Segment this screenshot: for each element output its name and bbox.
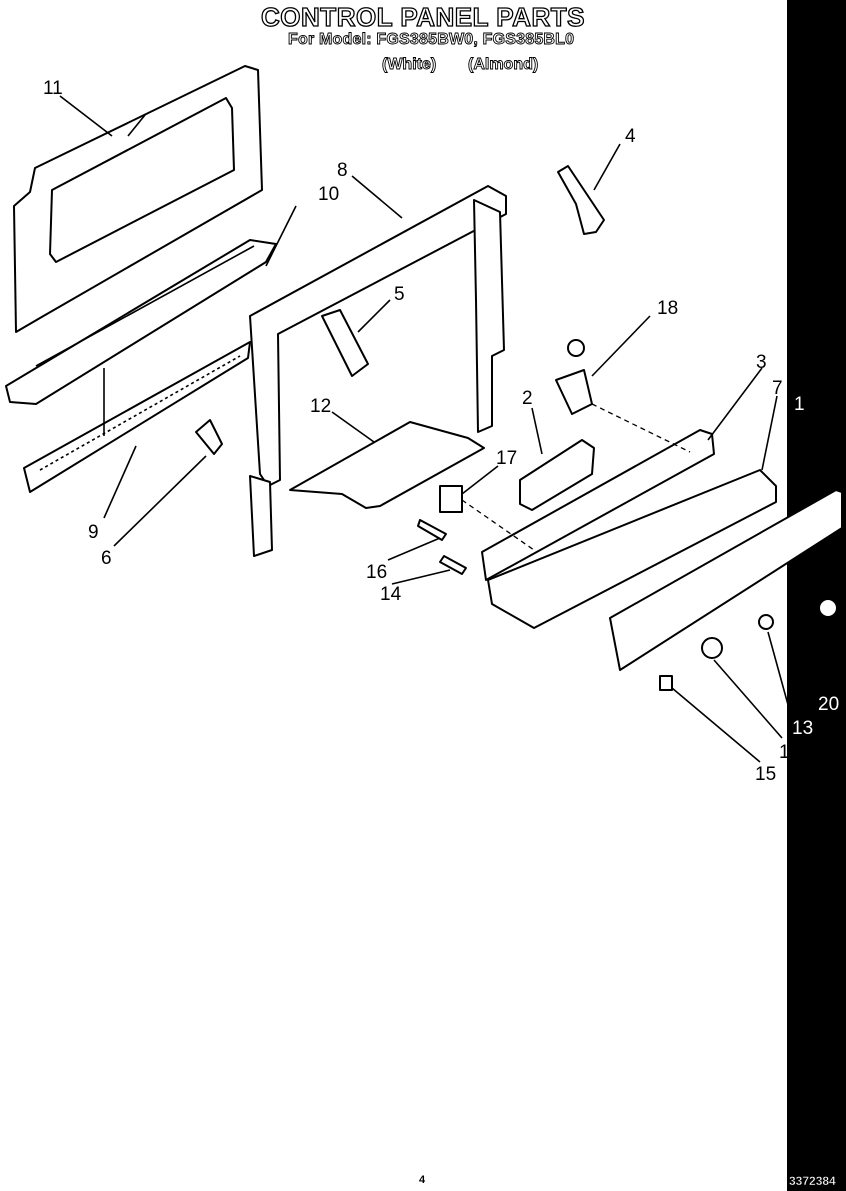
part-3-panel: [481, 429, 715, 581]
callout-4: 4: [625, 126, 636, 147]
callout-2: 2: [522, 388, 533, 409]
part-2-clock: [519, 439, 595, 511]
callout-8: 8: [337, 160, 348, 181]
callout-14: 14: [380, 584, 402, 605]
part-6-clip: [195, 419, 223, 455]
callout-15: 15: [755, 764, 776, 785]
part-17-switch: [439, 485, 463, 513]
callout-9: 9: [88, 522, 99, 543]
part-4-bracket: [557, 165, 605, 235]
callout-7: 7: [772, 378, 783, 399]
callout-5: 5: [394, 284, 405, 305]
part-10-trim-strip: [5, 239, 277, 405]
part-7-panel: [487, 469, 777, 629]
part-13-knob: [758, 614, 774, 630]
callout-11: 11: [43, 78, 63, 99]
callout-17: 17: [496, 448, 517, 469]
callout-3: 3: [756, 352, 767, 373]
callout-16: 16: [366, 562, 387, 583]
callout-12: 12: [310, 396, 331, 417]
part-20-knob: [818, 598, 838, 618]
page-title: CONTROL PANEL PARTS: [260, 1, 585, 32]
part-1-overlay: [609, 489, 843, 671]
part-18-valve: [555, 339, 593, 415]
callout-20: 20: [818, 694, 839, 715]
part-15-spacer: [659, 675, 673, 691]
callout-1: 1: [794, 394, 805, 415]
color-white-label: (White): [382, 56, 437, 74]
model-line: For Model: FGS385BW0, FGS385BL0: [288, 31, 575, 49]
callout-18: 18: [657, 298, 678, 319]
part-5-bracket: [321, 309, 369, 377]
part-12-plate: [289, 421, 485, 509]
black-margin-bar: [787, 0, 846, 1191]
part-9-vent-strip: [23, 341, 251, 493]
part-8-frame: [249, 185, 507, 557]
part-14-screw: [439, 555, 467, 575]
part-16-screw: [417, 519, 447, 541]
callout-6: 6: [101, 548, 112, 569]
callout-10: 10: [318, 184, 339, 205]
page-number: 4: [419, 1174, 426, 1186]
part-19-knob: [701, 637, 723, 659]
callout-13: 13: [792, 718, 813, 739]
document-number: 3372384: [789, 1174, 836, 1188]
color-almond-label: (Almond): [468, 56, 539, 74]
callout-19: 19: [779, 742, 800, 763]
part-11-back-panel: [13, 65, 263, 333]
